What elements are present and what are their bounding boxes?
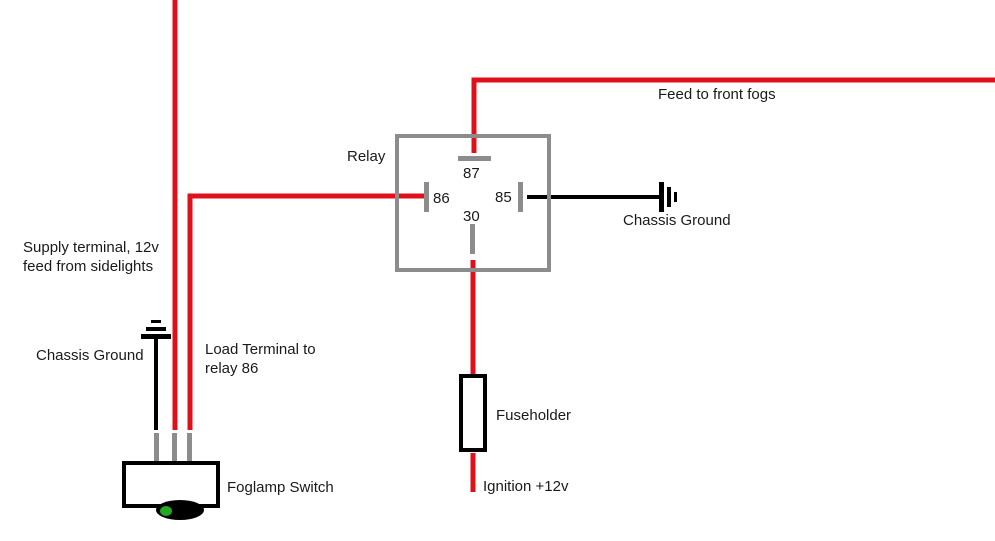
foglamp-switch-label: Foglamp Switch [227, 479, 334, 496]
relay-pin-87-contact [458, 156, 491, 161]
fuseholder-label: Fuseholder [496, 407, 571, 424]
relay-pin-86-label: 86 [433, 190, 450, 207]
relay-label: Relay [347, 148, 386, 165]
fuseholder-body [459, 374, 487, 452]
foglamp-switch-body [122, 461, 220, 508]
relay-body [395, 134, 551, 272]
load-terminal-label-line1: Load Terminal to [205, 341, 316, 358]
feed-front-fogs-label: Feed to front fogs [658, 86, 776, 103]
relay-pin-85-label: 85 [495, 189, 512, 206]
relay-pin-30-label: 30 [463, 208, 480, 225]
relay-pin-85-contact [518, 182, 523, 212]
load-wire-to-86 [187, 193, 424, 430]
switch-terminal-supply [172, 433, 177, 462]
ignition-label: Ignition +12v [483, 478, 569, 495]
switch-chassis-ground-label: Chassis Ground [36, 347, 144, 364]
load-terminal-label-line2: relay 86 [205, 360, 258, 377]
switch-indicator-light-icon [160, 506, 172, 516]
supply-terminal-label-line1: Supply terminal, 12v [23, 239, 159, 256]
relay-chassis-ground-label: Chassis Ground [623, 212, 731, 229]
relay-pin-87-label: 87 [463, 165, 480, 182]
relay-pin-86-contact [424, 182, 429, 212]
supply-terminal-label-line2: feed from sidelights [23, 258, 153, 275]
relay-pin-30-contact [470, 224, 475, 254]
switch-terminal-ground [154, 433, 159, 462]
relay-ground-symbol-icon [659, 182, 677, 212]
switch-ground-symbol-icon [141, 320, 171, 339]
switch-terminal-load [187, 433, 192, 462]
feed-front-fogs-wire [471, 77, 995, 153]
